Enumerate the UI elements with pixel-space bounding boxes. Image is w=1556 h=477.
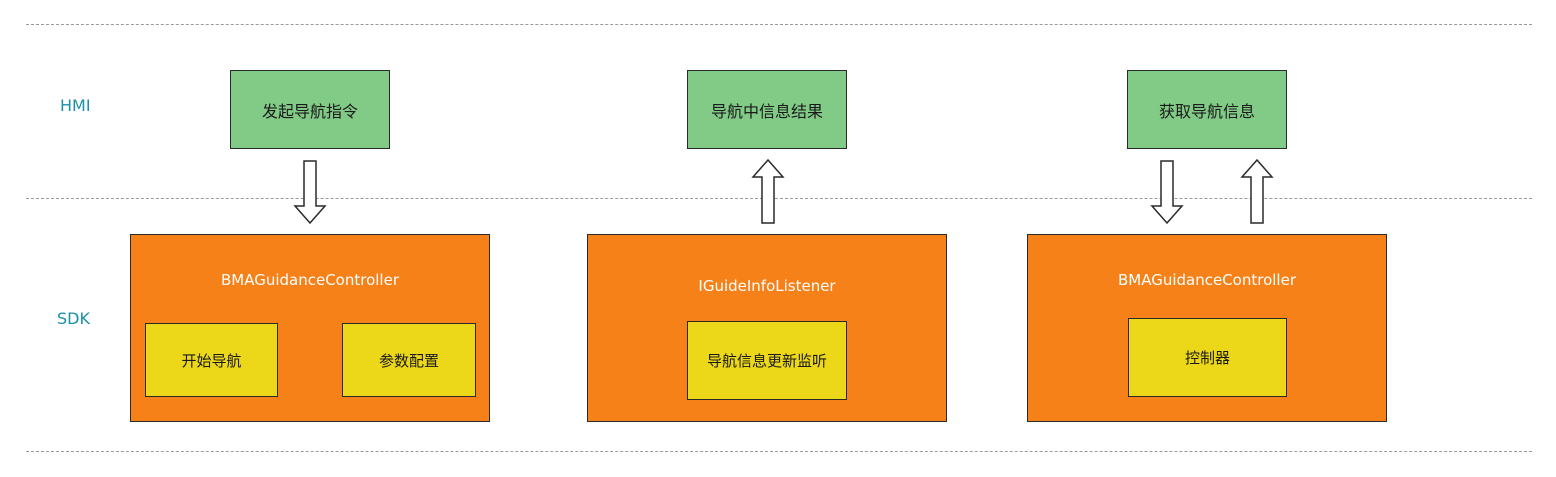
- arrow-up-get-info-icon: [1240, 158, 1274, 224]
- sdk-controller-right-title: BMAGuidanceController: [1117, 271, 1296, 289]
- arrow-down-get-info-icon: [1150, 160, 1184, 225]
- hmi-start-command-box: 发起导航指令: [230, 70, 390, 149]
- sdk-controller-right-box: BMAGuidanceController 控制器: [1027, 234, 1387, 422]
- divider-top: [26, 24, 1532, 25]
- divider-bottom: [26, 451, 1532, 452]
- info-update-listen-box: 导航信息更新监听: [687, 321, 847, 400]
- sdk-listener-title: IGuideInfoListener: [698, 277, 836, 295]
- divider-middle: [26, 198, 1532, 199]
- param-config-box: 参数配置: [342, 323, 476, 397]
- hmi-get-info-box: 获取导航信息: [1127, 70, 1287, 149]
- controller-box: 控制器: [1128, 318, 1287, 397]
- sdk-listener-box: IGuideInfoListener 导航信息更新监听: [587, 234, 947, 422]
- layer-label-sdk: SDK: [57, 309, 90, 328]
- hmi-info-result-box: 导航中信息结果: [687, 70, 847, 149]
- start-navigation-box: 开始导航: [145, 323, 278, 397]
- arrow-down-start-icon: [293, 160, 327, 225]
- sdk-controller-left-title: BMAGuidanceController: [220, 271, 399, 289]
- sdk-controller-left-box: BMAGuidanceController 开始导航 参数配置: [130, 234, 490, 422]
- layer-label-hmi: HMI: [60, 96, 91, 115]
- arrow-up-result-icon: [751, 158, 785, 224]
